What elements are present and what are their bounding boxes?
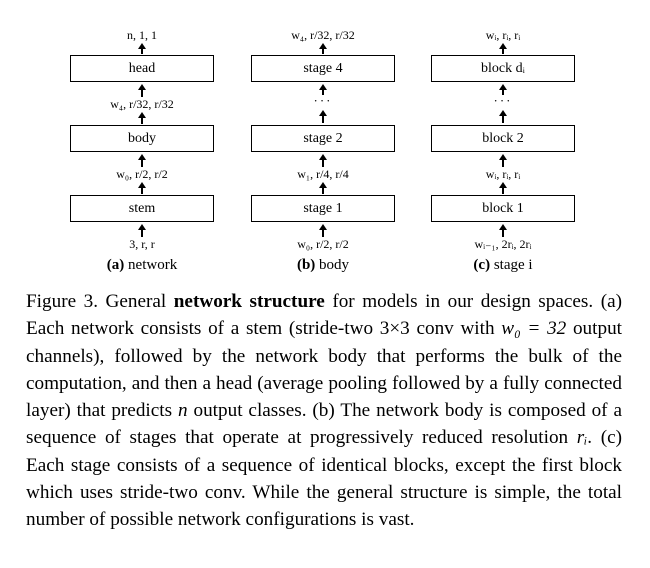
arrow bbox=[499, 43, 507, 54]
arrow bbox=[499, 224, 507, 237]
arrow bbox=[319, 154, 327, 167]
subcaption-a: (a) network bbox=[106, 257, 178, 273]
subcaption-c: (c) stage i bbox=[473, 257, 533, 273]
label-stem-output: w₀, r/2, r/2 bbox=[116, 167, 168, 181]
arrow bbox=[138, 224, 146, 237]
ellipsis-dots: ··· bbox=[313, 93, 333, 108]
label-body-input: w₀, r/2, r/2 bbox=[297, 237, 349, 251]
box-block-2: block 2 bbox=[431, 125, 575, 152]
caption-bold-term: network structure bbox=[173, 291, 325, 312]
arrow bbox=[319, 224, 327, 237]
arrow bbox=[138, 154, 146, 167]
ellipsis-dots: ··· bbox=[493, 93, 513, 108]
figure-caption: Figure 3. General network structure for … bbox=[26, 291, 623, 531]
arrow bbox=[319, 182, 327, 194]
subcaption-b: (b) body bbox=[296, 257, 350, 273]
box-stage-1: stage 1 bbox=[251, 195, 395, 222]
box-stage-4: stage 4 bbox=[251, 55, 395, 82]
column-stage: wᵢ, rᵢ, rᵢ block dᵢ ··· block 2 wᵢ, rᵢ, … bbox=[431, 0, 611, 285]
label-block-1-output: wᵢ, rᵢ, rᵢ bbox=[485, 167, 521, 181]
column-network: n, 1, 1 head w₄, r/32, r/32 body w₀, r/2… bbox=[70, 0, 250, 285]
label-stage-input: wᵢ₋₁, 2rᵢ, 2rᵢ bbox=[474, 237, 532, 251]
label-stage-1-output: w₁, r/4, r/4 bbox=[297, 167, 349, 181]
box-block-d: block dᵢ bbox=[431, 55, 575, 82]
arrow bbox=[319, 84, 327, 95]
arrow bbox=[319, 43, 327, 54]
box-stem: stem bbox=[70, 195, 214, 222]
arrow bbox=[138, 182, 146, 194]
label-input: 3, r, r bbox=[129, 237, 155, 251]
arrow bbox=[499, 84, 507, 95]
arrow bbox=[138, 112, 146, 124]
arrow bbox=[499, 182, 507, 194]
box-block-1: block 1 bbox=[431, 195, 575, 222]
figure-diagram: n, 1, 1 head w₄, r/32, r/32 body w₀, r/2… bbox=[70, 0, 611, 285]
box-head: head bbox=[70, 55, 214, 82]
label-body-output: w₄, r/32, r/32 bbox=[291, 28, 355, 42]
box-stage-2: stage 2 bbox=[251, 125, 395, 152]
arrow bbox=[499, 110, 507, 123]
box-body: body bbox=[70, 125, 214, 152]
arrow bbox=[499, 154, 507, 167]
label-output: n, 1, 1 bbox=[127, 28, 157, 42]
arrow bbox=[138, 43, 146, 54]
label-stage-output: wᵢ, rᵢ, rᵢ bbox=[485, 28, 521, 42]
arrow bbox=[138, 84, 146, 97]
label-body-output: w₄, r/32, r/32 bbox=[110, 97, 174, 111]
arrow bbox=[319, 110, 327, 123]
column-body: w₄, r/32, r/32 stage 4 ··· stage 2 w₁, r… bbox=[251, 0, 431, 285]
